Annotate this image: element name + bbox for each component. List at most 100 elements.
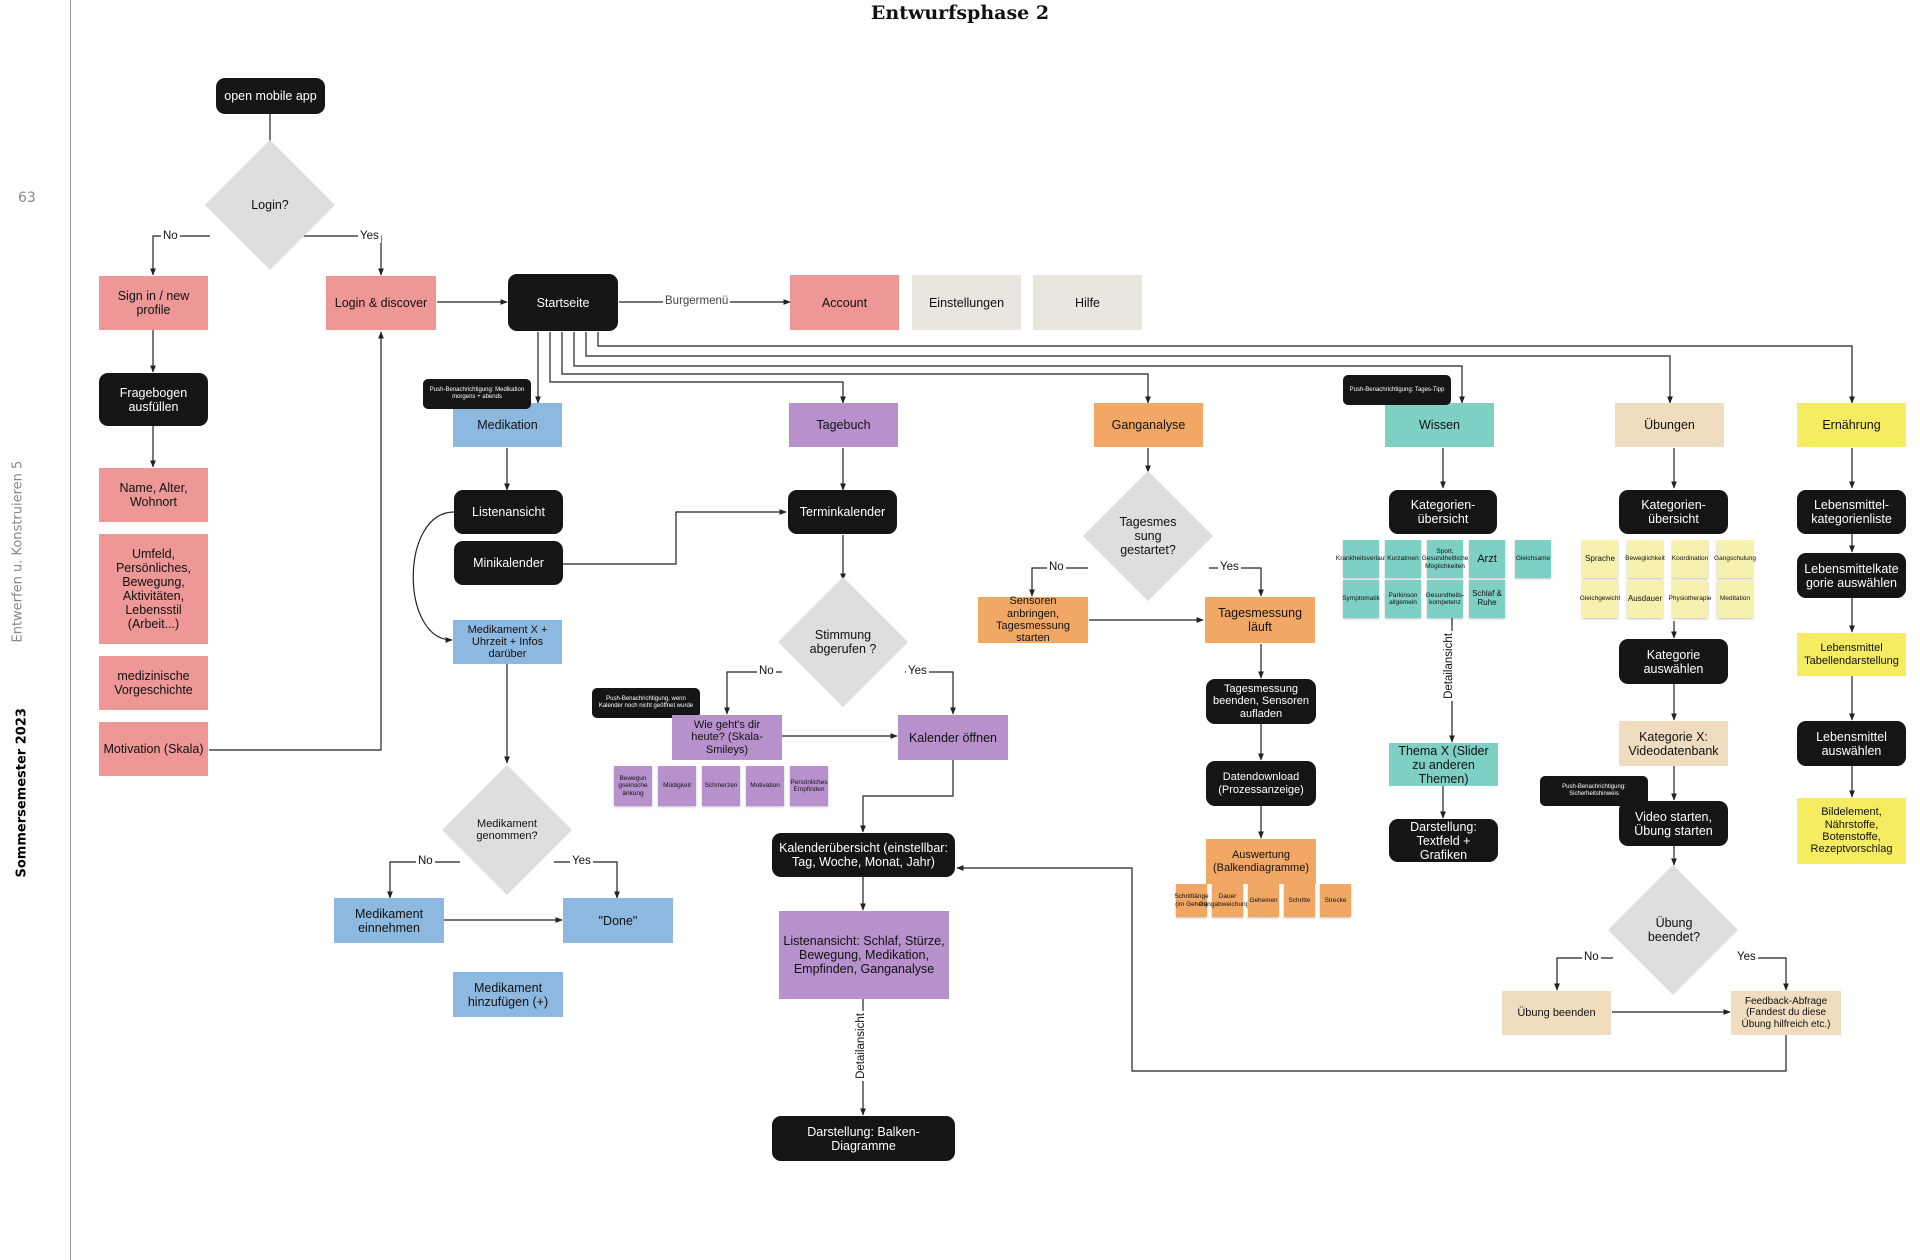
sticky-note: Krankheitsverlauf — [1336, 540, 1386, 578]
push-kalender-tag: Push-Benachrichtigung, wenn Kalender noc… — [592, 688, 700, 718]
sticky-note: Gangschulung — [1714, 540, 1756, 578]
arrow-startseite-ernaehrung — [597, 332, 1855, 404]
sticky-note: Arzt — [1469, 540, 1505, 578]
sticky-note: Schrittlänge (im Gehen) — [1174, 884, 1209, 917]
arrow-startseite-uebungen — [585, 332, 1673, 404]
name-alter-node: Name, Alter, Wohnort — [99, 468, 208, 522]
ganganalyse-node: Ganganalyse — [1094, 403, 1203, 447]
sticky-note: Gesundheits-kompetenz — [1426, 580, 1464, 618]
terminkalender-node: Terminkalender — [788, 490, 897, 534]
detailansicht-label: Detailansicht — [1442, 631, 1455, 701]
yes-label: Yes — [1218, 561, 1241, 574]
uebungen-kategorien-node: Kategorien-übersicht — [1619, 490, 1728, 534]
sticky-note: Koordination — [1672, 540, 1708, 578]
no-label: No — [1582, 951, 1601, 964]
sticky-note: Sport, Gesundheitliche Möglichkeiten — [1422, 540, 1468, 578]
listenansicht-schlaf-node: Listenansicht: Schlaf, Stürze, Bewegung,… — [779, 911, 949, 999]
push-medikation-tag: Push-Benachrichtigung: Medikation morgen… — [423, 379, 531, 409]
kategorie-x-node: Kategorie X: Videodatenbank — [1619, 721, 1728, 766]
tagesmessung-laeuft-node: Tagesmessung läuft — [1205, 597, 1315, 643]
no-label: No — [416, 855, 435, 868]
sticky-note: Meditation — [1717, 580, 1753, 618]
page-number: 63 — [18, 190, 36, 206]
ernaehrung-node: Ernährung — [1797, 403, 1906, 447]
wie-gehts-node: Wie geht's dir heute? (Skala-Smileys) — [672, 715, 782, 760]
medikation-node: Medikation — [453, 403, 562, 447]
textfeld-node: Darstellung: Textfeld + Grafiken — [1389, 819, 1498, 862]
arrow-liste-medx — [412, 511, 455, 643]
sticky-note: Geheinen — [1248, 884, 1279, 917]
account-node: Account — [790, 275, 899, 330]
lm-tabellen-node: Lebensmittel Tabellendarstellung — [1797, 633, 1906, 676]
uebung-beenden-node: Übung beenden — [1502, 991, 1611, 1035]
login-decision-label: Login? — [251, 198, 289, 212]
tagesmessung-decision-label: Tagesmes sung gestartet? — [1119, 515, 1177, 557]
medikament-decision-label: Medikament genommen? — [476, 817, 538, 842]
arrow-motivation-login — [209, 331, 384, 751]
sticky-note: Müdigkeit — [658, 766, 696, 806]
arrow-feedback-kalender — [956, 865, 1787, 1072]
arrow-gang-no — [1029, 567, 1088, 597]
lm-auswaehlen-node: Lebensmittel auswählen — [1797, 721, 1906, 766]
thema-x-node: Thema X (Slider zu anderen Themen) — [1389, 743, 1498, 786]
yes-label: Yes — [1735, 951, 1758, 964]
sticky-note: Gleichgewicht — [1580, 580, 1620, 618]
sticky-note: Schritte — [1284, 884, 1315, 917]
arrow-kalender-uebersicht — [860, 760, 954, 833]
medikament-hinzufuegen-node: Medikament hinzufügen (+) — [453, 972, 563, 1017]
startseite-node: Startseite — [508, 274, 618, 331]
no-label: No — [757, 665, 776, 678]
sticky-note: Motivation — [746, 766, 784, 806]
login-discover-node: Login & discover — [326, 276, 436, 330]
sticky-note: Physiotherapie — [1669, 580, 1712, 618]
minikalender-node: Minikalender — [454, 541, 563, 585]
sticky-note: Beweglichkeit — [1625, 540, 1665, 578]
arrow-login-no — [150, 235, 210, 276]
medikament-einnehmen-node: Medikament einnehmen — [334, 898, 444, 943]
open-mobile-app-node: open mobile app — [216, 78, 325, 114]
no-label: No — [1047, 561, 1066, 574]
kalender-oeffnen-node: Kalender öffnen — [898, 715, 1008, 760]
wissen-kategorien-node: Kategorien-übersicht — [1389, 490, 1497, 534]
balken-diagramme-node: Darstellung: Balken-Diagramme — [772, 1116, 955, 1161]
einstellungen-node: Einstellungen — [912, 275, 1021, 330]
motivation-node: Motivation (Skala) — [99, 722, 208, 776]
sensoren-anbringen-node: Sensoren anbringen, Tagesmessung starten — [978, 595, 1088, 644]
lm-bildelement-node: Bildelement, Nährstoffe, Botenstoffe, Re… — [1797, 798, 1906, 864]
sticky-note: Ausdauer — [1627, 580, 1663, 618]
datendownload-node: Datendownload (Prozessanzeige) — [1206, 761, 1316, 806]
umfeld-node: Umfeld, Persönliches, Bewegung, Aktivitä… — [99, 534, 208, 644]
yes-label: Yes — [570, 855, 593, 868]
page-divider-line — [70, 0, 71, 1260]
arrow-minikalender-termin — [561, 509, 787, 565]
yes-label: Yes — [358, 230, 381, 243]
lm-kategorie-auswaehlen-node: Lebensmittelkate gorie auswählen — [1797, 553, 1906, 598]
feedback-node: Feedback-Abfrage (Fandest du diese Übung… — [1731, 991, 1841, 1035]
kategorie-auswaehlen-node: Kategorie auswählen — [1619, 639, 1728, 684]
arrow-startseite-tagebuch — [549, 332, 846, 404]
arrow-stimmung-no — [724, 671, 782, 715]
video-starten-node: Video starten, Übung starten — [1619, 801, 1728, 846]
arrow-startseite-wissen — [573, 332, 1465, 404]
sign-in-node: Sign in / new profile — [99, 276, 208, 330]
detailansicht-label: Detailansicht — [854, 1011, 867, 1081]
stimmung-decision-label: Stimmung abgerufen ? — [809, 628, 877, 656]
burgermenu-label: Burgermenü — [663, 295, 731, 308]
sticky-note: Schmerzen — [702, 766, 740, 806]
sticky-note: Parkinson allgemein — [1385, 580, 1421, 618]
lm-kategorienliste-node: Lebensmittel-kategorienliste — [1797, 490, 1906, 534]
vorgeschichte-node: medizinische Vorgeschichte — [99, 656, 208, 710]
no-label: No — [161, 230, 180, 243]
kalenderuebersicht-node: Kalenderübersicht (einstellbar: Tag, Woc… — [772, 833, 955, 877]
push-tages-tipp-tag: Push-Benachrichtigung: Tages-Tipp — [1343, 375, 1451, 405]
medikament-x-node: Medikament X + Uhrzeit + Infos darüber — [453, 620, 562, 664]
sticky-note: Symptomatik — [1342, 580, 1380, 618]
wissen-node: Wissen — [1385, 403, 1494, 447]
uebung-decision-label: Übung beendet? — [1647, 916, 1701, 944]
tagesmessung-beenden-node: Tagesmessung beenden, Sensoren aufladen — [1206, 679, 1316, 724]
sticky-note: Kurzatmen — [1385, 540, 1421, 578]
sticky-note: Schlaf & Ruhe — [1469, 580, 1505, 618]
arrow-stimmung-yes — [905, 671, 956, 715]
sticky-note: Gleichsame — [1515, 540, 1551, 578]
